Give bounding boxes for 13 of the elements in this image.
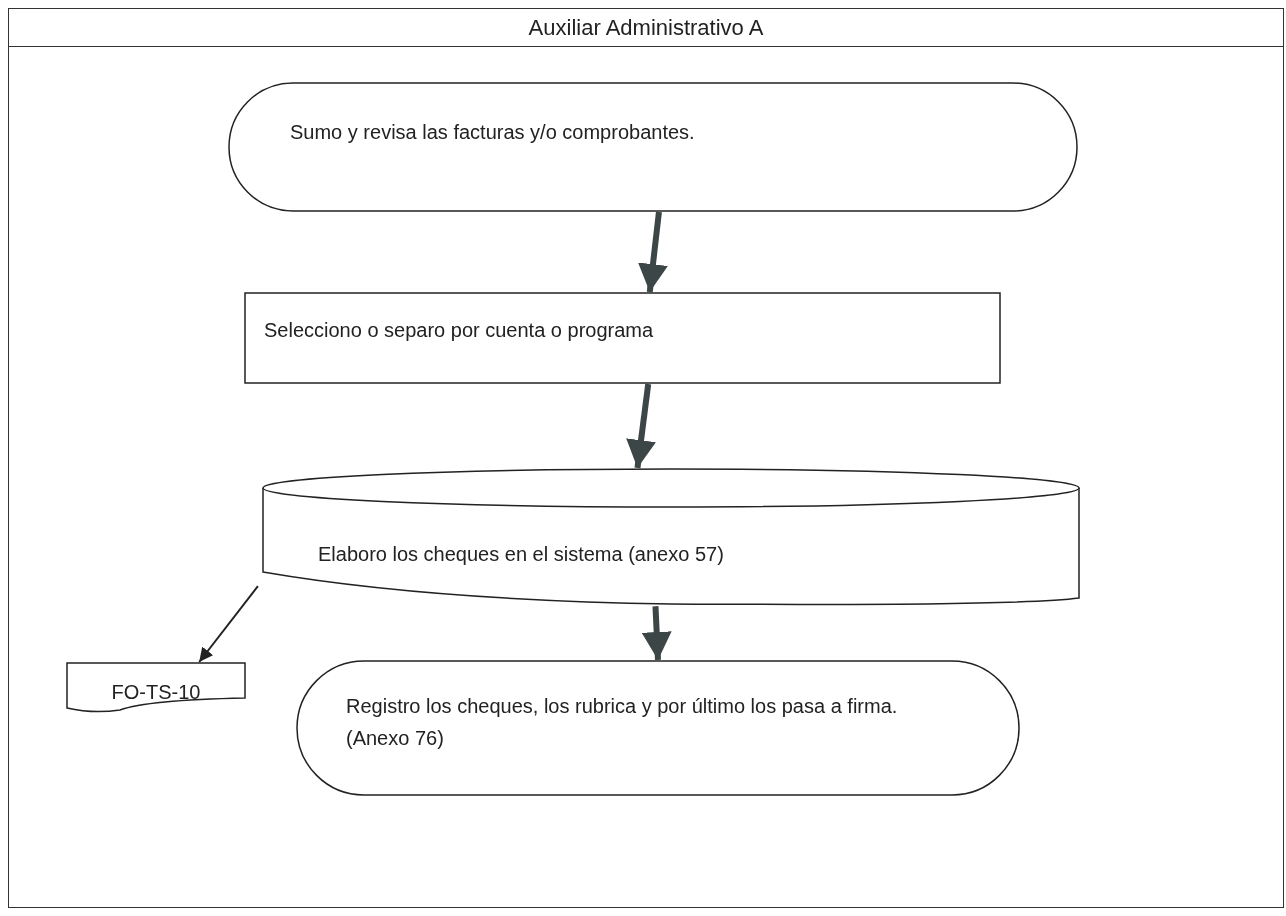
swimlane [8,8,1284,908]
lane-title: Auxiliar Administrativo A [528,14,764,42]
arrow [626,383,656,469]
node-text: Elaboro los cheques en el sistema (anexo 57) [318,542,724,567]
node-text: Registro los cheques, los rubrica y por último los pasa a firma. (Anexo 76) [346,694,899,751]
document-shape [66,662,246,714]
process-box [244,292,1001,384]
node-text: FO-TS-10 [110,680,202,705]
arrow [641,606,672,661]
arrow [638,211,668,293]
arrow [198,585,259,663]
node-text: Sumo y revisa las facturas y/o comprobantes. [290,120,695,145]
node-text: Selecciono o separo por cuenta o programa [264,318,654,343]
